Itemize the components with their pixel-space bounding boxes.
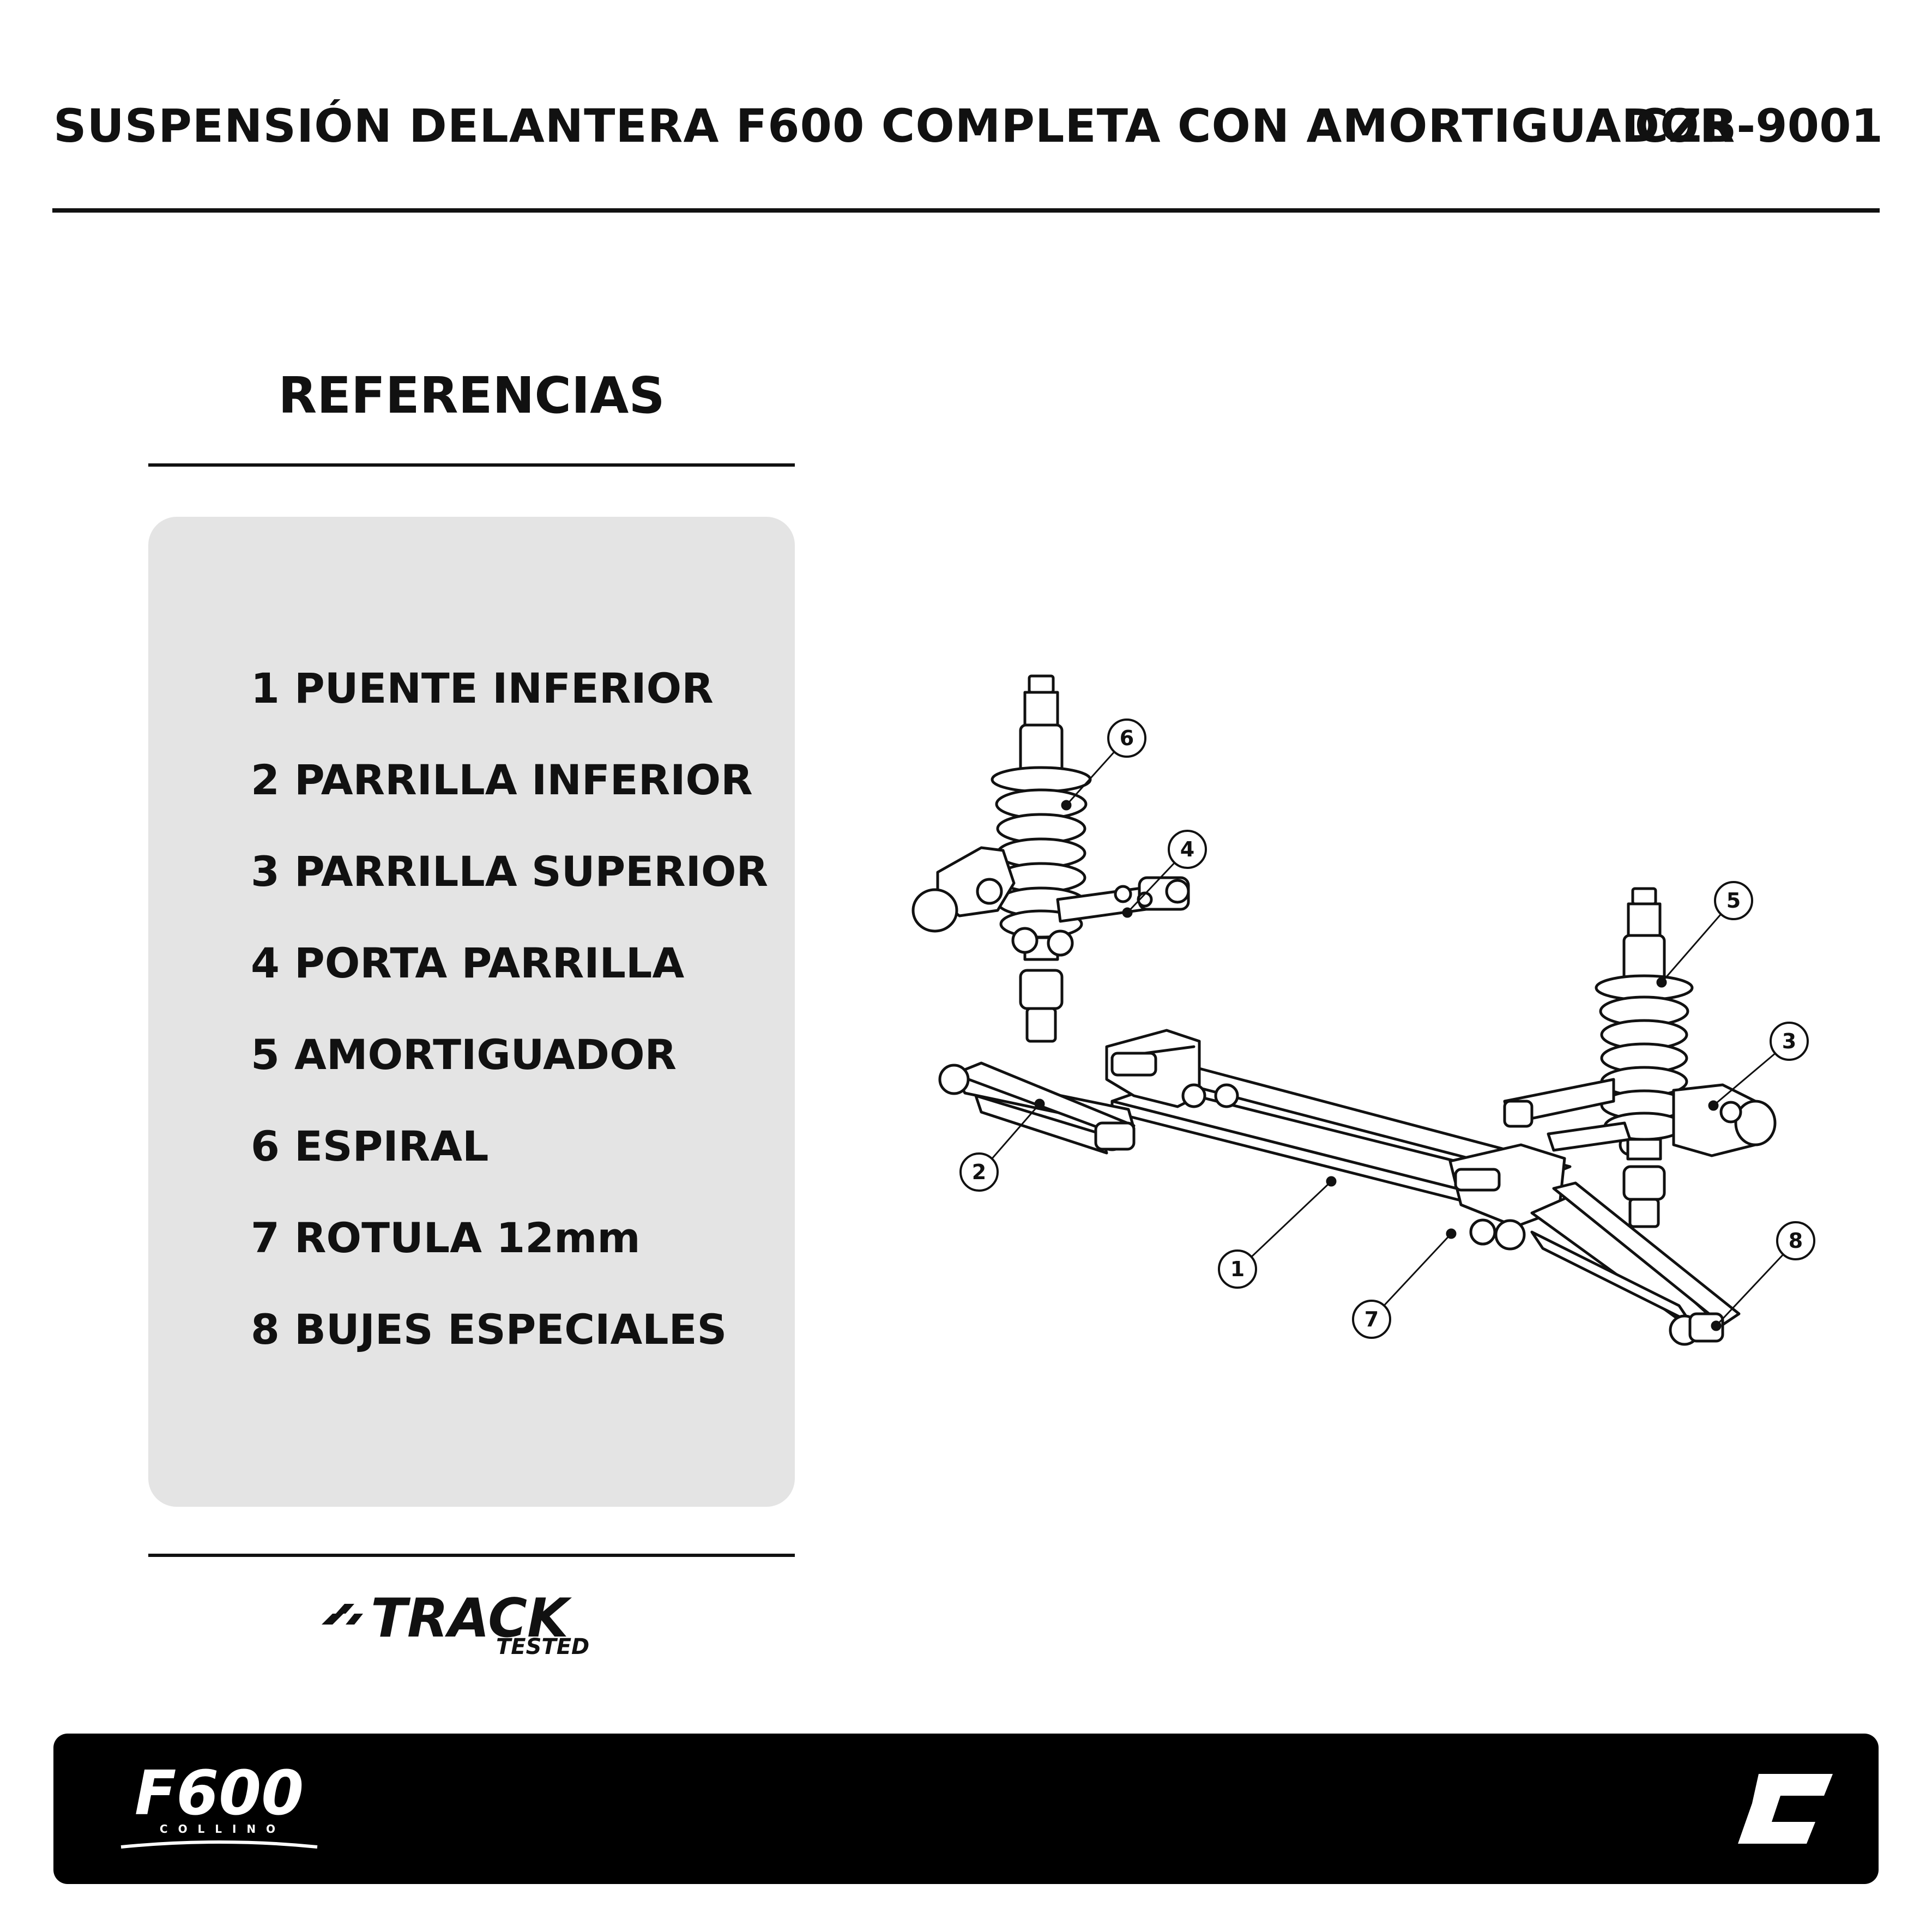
callout-8-label: 8	[1789, 1229, 1803, 1253]
track-tested-logo: TRACK TESTED	[322, 1587, 589, 1657]
callout-1	[1218, 1249, 1257, 1289]
references-divider-top	[148, 463, 795, 467]
callout-7-label: 7	[1365, 1307, 1379, 1331]
f600-logo: F600 C O L L I N O	[120, 1761, 318, 1849]
callout-4	[1168, 830, 1207, 869]
track-text: TRACK	[371, 1587, 572, 1650]
callout-2	[959, 1152, 999, 1192]
references-panel	[148, 517, 795, 1507]
callout-8	[1776, 1221, 1815, 1260]
callout-2-label: 2	[972, 1160, 986, 1184]
callout-6	[1107, 719, 1146, 758]
c-logo-icon	[1738, 1774, 1833, 1844]
page-title: SUSPENSIÓN DELANTERA F600 COMPLETA CON A…	[53, 99, 1736, 153]
suspension-diagram: 1 2 3 4 5 6 7 8	[911, 674, 1815, 1346]
shock-absorber-left-part	[911, 674, 1190, 1043]
lower-bridge-part	[1105, 1029, 1572, 1246]
callout-5-label: 5	[1726, 889, 1741, 913]
lower-arm-left-part	[938, 1061, 1239, 1155]
callout-6-label: 6	[1120, 726, 1134, 750]
callout-5	[1714, 881, 1753, 920]
references-divider-bottom	[148, 1554, 795, 1557]
footer-bar: F600 C O L L I N O	[53, 1734, 1879, 1884]
references-title: REFERENCIAS	[278, 366, 665, 425]
f600-text: F600	[135, 1761, 304, 1829]
shock-absorber-right-part	[1503, 887, 1777, 1228]
lower-arm-right-part	[1494, 1133, 1741, 1346]
tested-text: TESTED	[496, 1634, 589, 1657]
collino-text: C O L L I N O	[160, 1822, 279, 1836]
callout-4-label: 4	[1180, 837, 1194, 861]
product-code: CZB-9001	[1634, 99, 1883, 153]
header-divider	[52, 208, 1880, 213]
callout-3-label: 3	[1782, 1029, 1796, 1053]
callout-3	[1770, 1022, 1809, 1061]
callout-7	[1352, 1300, 1391, 1339]
callout-1-label: 1	[1230, 1257, 1245, 1281]
